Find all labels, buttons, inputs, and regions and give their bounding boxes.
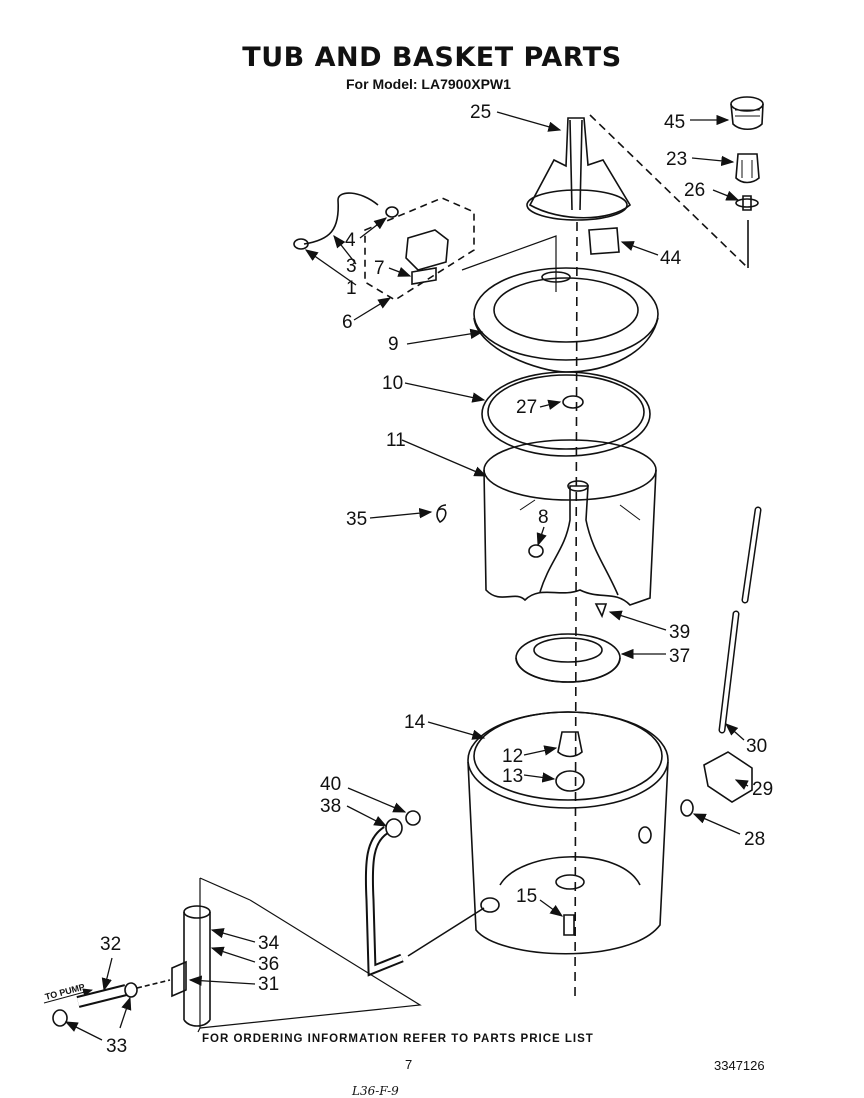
callout-45: 45 [664,112,685,133]
agitator-part [526,117,632,221]
drain-valve-part [563,914,575,936]
leader-25 [496,111,562,132]
outer-tub-part [467,711,669,955]
leader-32 [101,957,113,992]
leader-28 [692,813,741,835]
callout-10: 10 [382,373,403,394]
cam-part [735,153,760,184]
callout-31: 31 [258,974,279,995]
callout-13: 13 [502,766,523,787]
callout-26: 26 [684,180,705,201]
cap-part [730,96,764,131]
basket-part [483,439,657,606]
callout-28: 28 [744,829,765,850]
leader-35 [369,507,433,519]
callout-15: 15 [516,886,537,907]
leader-23 [691,155,735,167]
callout-9: 9 [388,334,399,355]
pump-impeller-part [515,633,621,683]
callout-14: 14 [404,712,426,733]
callout-11: 11 [386,430,406,451]
seal-ring-part [481,371,651,457]
leader-38 [346,805,388,827]
leader-4 [359,217,388,239]
leader-26 [712,189,740,201]
leader-29 [734,779,749,790]
callout-36: 36 [258,954,279,975]
ordering-note: FOR ORDERING INFORMATION REFER TO PARTS … [202,1033,594,1045]
leader-31 [188,975,256,986]
leader-13 [523,772,556,783]
leader-33b [64,1021,103,1041]
page-number: 7 [405,1057,413,1072]
leader-11 [401,439,488,477]
leader-6 [353,297,392,321]
document-number: 3347126 [714,1058,765,1073]
leader-12 [523,745,558,756]
callout-34: 34 [258,933,280,954]
to-pump-arrow [43,988,93,1004]
leader-10 [404,382,486,403]
callout-35: 35 [346,509,367,530]
tub-ring-part [473,267,659,373]
callout-27: 27 [516,397,537,418]
callout-6: 6 [342,312,353,333]
page-title: TUB AND BASKET PARTS [242,42,622,73]
callout-8: 8 [538,507,549,528]
clamp-33b-part [52,1009,68,1027]
callout-12: 12 [502,746,523,767]
callout-32: 32 [100,934,121,955]
handwritten-note: L36-F-9 [352,1084,399,1098]
seal-13-part [555,770,585,792]
callout-40: 40 [320,774,341,795]
callout-4: 4 [345,230,356,251]
callout-33: 33 [106,1036,127,1057]
leader-40 [347,787,407,813]
spanner-nut-part [562,395,584,409]
leader-1 [304,249,357,286]
leader-7 [388,266,412,277]
callout-44: 44 [660,248,682,269]
leader-39 [608,610,667,631]
gasket-28-part [680,799,694,817]
callout-3: 3 [346,256,357,277]
leader-33a [119,996,132,1029]
standpipe-part [171,877,422,1033]
leader-15 [539,899,564,917]
callout-23: 23 [666,149,687,170]
callout-29: 29 [752,779,773,800]
callout-39: 39 [669,622,690,643]
leader-27 [539,399,562,410]
callout-7: 7 [374,258,385,279]
injector-part [703,751,753,803]
hub-part [557,731,583,758]
callout-37: 37 [669,646,690,667]
leader-14 [427,721,486,740]
clip-part [436,504,447,523]
leader-8 [536,526,547,547]
callout-25: 25 [470,102,491,123]
leader-9 [406,328,484,345]
leader-30 [725,723,745,741]
callout-30: 30 [746,736,767,757]
switch-harness-part [293,192,557,301]
leader-44 [620,241,659,256]
callout-38: 38 [320,796,341,817]
model-subtitle: For Model: LA7900XPW1 [346,76,511,92]
leader-3 [333,234,357,265]
spline-stud-part [735,195,759,211]
plate-part [588,227,620,255]
clamp-33a-part [124,982,138,998]
callout-1: 1 [346,278,357,299]
leader-34 [210,928,256,943]
leader-36 [210,946,256,963]
bolt-part [528,544,544,558]
clip-39-part [594,603,608,619]
